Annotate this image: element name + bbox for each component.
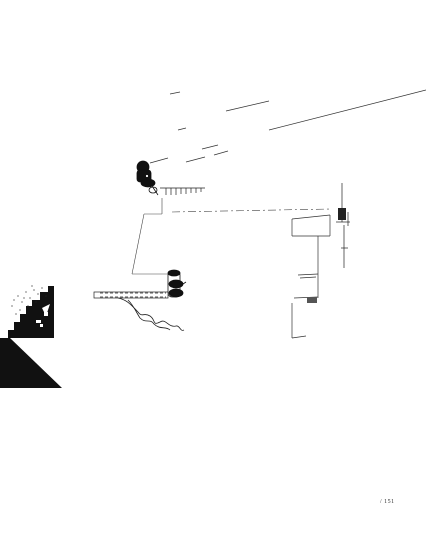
lower-fitting: [167, 269, 187, 298]
upper-fitting: [136, 160, 159, 196]
page-number: / 151: [380, 499, 395, 505]
connector-outline: [131, 198, 331, 275]
upper-stroke-group: [149, 89, 426, 164]
stipple-texture: [11, 285, 47, 315]
comb-bracket: [160, 187, 205, 195]
wall-bracket: [336, 183, 350, 268]
horizontal-pipe: [93, 291, 169, 299]
right-panel: [291, 214, 331, 339]
wavy-support: [117, 297, 185, 331]
stepped-rock-mass: [0, 286, 62, 388]
